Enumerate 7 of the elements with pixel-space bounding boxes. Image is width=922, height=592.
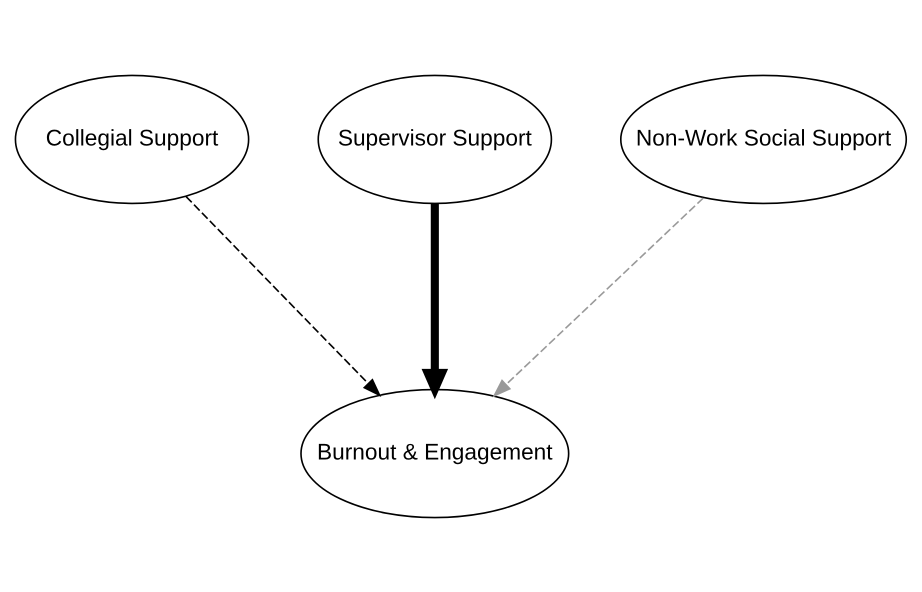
node-ellipse: Burnout & Engagement: [300, 388, 570, 518]
node-ellipse: Non-Work Social Support: [620, 74, 908, 204]
arrow: [492, 197, 704, 397]
node-ellipse: Supervisor Support: [317, 74, 552, 204]
arrow: [422, 203, 448, 399]
node-ellipse: Collegial Support: [14, 74, 250, 204]
arrow: [186, 196, 382, 397]
